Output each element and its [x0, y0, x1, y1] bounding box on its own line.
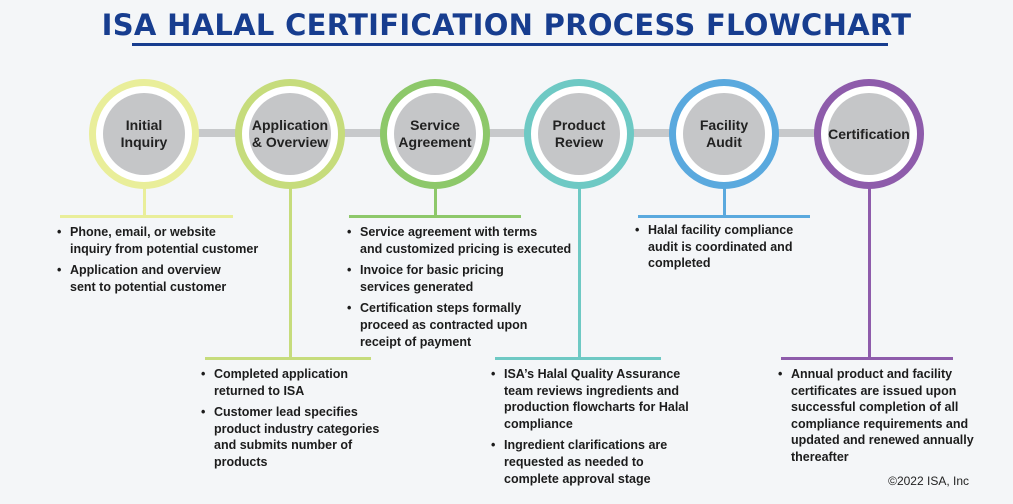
stage-product-review: Product Review [524, 79, 634, 189]
stage-3-stem [434, 187, 437, 217]
stage-2-notes: Completed application returned to ISA Cu… [199, 366, 399, 476]
stage-label: Initial Inquiry [103, 93, 185, 175]
stage-facility-audit: Facility Audit [669, 79, 779, 189]
list-item: Completed application returned to ISA [199, 366, 399, 399]
stage-certification: Certification [814, 79, 924, 189]
stage-label: Service Agreement [394, 93, 476, 175]
stage-4-note-bar [495, 357, 661, 360]
stage-1-note-bar [60, 215, 233, 218]
title-underline [132, 43, 888, 46]
copyright-text: ©2022 ISA, Inc [888, 474, 969, 488]
connector-5-6 [773, 129, 823, 137]
list-item: Certification steps formally proceed as … [345, 300, 585, 350]
stage-1-stem [143, 187, 146, 217]
list-item: Application and overview sent to potenti… [55, 262, 285, 295]
connector-1-2 [190, 129, 246, 137]
list-item: Customer lead specifies product industry… [199, 404, 399, 470]
stage-label: Facility Audit [683, 93, 765, 175]
connector-3-4 [484, 129, 532, 137]
stage-4-notes: ISA’s Halal Quality Assurance team revie… [489, 366, 709, 492]
page-title: ISA HALAL CERTIFICATION PROCESS FLOWCHAR… [101, 8, 912, 42]
stage-6-notes: Annual product and facility certificates… [776, 366, 1001, 471]
stage-4-stem [578, 187, 581, 359]
list-item: Service agreement with terms and customi… [345, 224, 585, 257]
stage-2-stem [289, 187, 292, 359]
stage-label: Product Review [538, 93, 620, 175]
stage-2-note-bar [205, 357, 371, 360]
stage-6-stem [868, 187, 871, 359]
stage-service-agreement: Service Agreement [380, 79, 490, 189]
stage-5-stem [723, 187, 726, 217]
list-item: ISA’s Halal Quality Assurance team revie… [489, 366, 709, 432]
connector-2-3 [336, 129, 389, 137]
stage-label: Certification [828, 93, 910, 175]
stage-application-overview: Application & Overview [235, 79, 345, 189]
list-item: Annual product and facility certificates… [776, 366, 1001, 466]
list-item: Phone, email, or website inquiry from po… [55, 224, 285, 257]
connector-4-5 [628, 129, 678, 137]
stage-6-note-bar [781, 357, 953, 360]
list-item: Halal facility compliance audit is coord… [633, 222, 833, 272]
stage-3-note-bar [349, 215, 521, 218]
stage-initial-inquiry: Initial Inquiry [89, 79, 199, 189]
stage-5-notes: Halal facility compliance audit is coord… [633, 222, 833, 277]
stage-label: Application & Overview [249, 93, 331, 175]
stage-5-note-bar [638, 215, 810, 218]
stage-1-notes: Phone, email, or website inquiry from po… [55, 224, 285, 300]
list-item: Ingredient clarifications are requested … [489, 437, 709, 487]
stage-3-notes: Service agreement with terms and customi… [345, 224, 585, 355]
list-item: Invoice for basic pricing services gener… [345, 262, 585, 295]
